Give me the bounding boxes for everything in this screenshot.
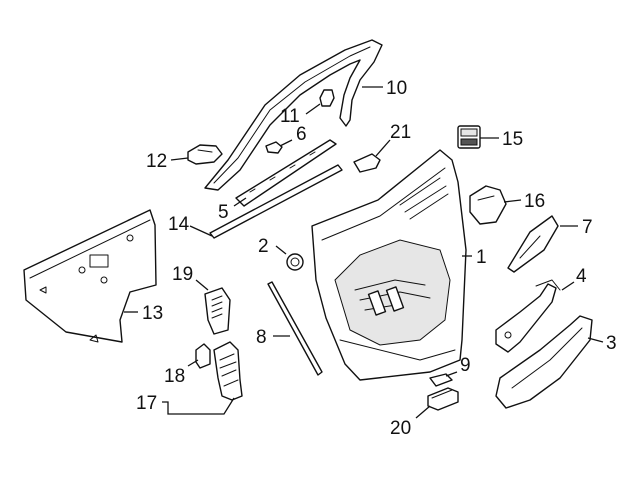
- part-7-trim-piece: [507, 215, 559, 273]
- leader-16: [503, 199, 522, 203]
- leader-5: [233, 197, 247, 207]
- leader-lines: [124, 86, 604, 419]
- part-9-insert: [429, 373, 453, 387]
- callout-19: 19: [172, 264, 193, 285]
- leader-4: [561, 281, 575, 291]
- leader-2: [275, 245, 287, 255]
- callout-4: 4: [576, 266, 587, 287]
- part-3-armrest: [495, 315, 593, 409]
- callout-6: 6: [296, 124, 307, 145]
- leader-6: [279, 139, 293, 147]
- callout-18: 18: [164, 366, 185, 387]
- callout-8: 8: [256, 327, 267, 348]
- callout-2: 2: [258, 236, 269, 257]
- part-2-grommet: [286, 253, 304, 271]
- leader-18: [187, 359, 199, 367]
- part-4-armrest-bracket: [495, 279, 561, 353]
- part-10-window-frame: [204, 39, 383, 191]
- callout-11: 11: [280, 106, 300, 127]
- part-6-bracket: [265, 141, 283, 154]
- callout-3: 3: [606, 333, 617, 354]
- leader-3: [587, 337, 604, 343]
- part-20-switch-block: [427, 387, 459, 411]
- callout-14: 14: [168, 214, 190, 235]
- callout-12: 12: [146, 151, 167, 172]
- part-19-handle-cover: [204, 287, 231, 335]
- leader-17: [162, 397, 235, 415]
- part-11-clip: [319, 89, 335, 107]
- callout-9: 9: [460, 355, 471, 376]
- part-1-door-trim-panel: [311, 149, 467, 381]
- callout-1: 1: [476, 247, 487, 268]
- part-16-lock-button: [469, 185, 507, 225]
- leader-9: [445, 371, 458, 377]
- callout-labels: 1 2 3 4 5 6 7 8 9 10 11 12 13 14 15 16 1…: [136, 78, 617, 439]
- part-18-cap: [195, 343, 211, 369]
- callout-21: 21: [390, 122, 411, 143]
- leader-21: [375, 139, 391, 157]
- part-15-switch: [457, 125, 481, 149]
- callout-17: 17: [136, 393, 157, 414]
- callout-20: 20: [390, 418, 411, 439]
- callout-13: 13: [142, 303, 163, 324]
- callout-16: 16: [524, 191, 545, 212]
- part-5-trim-strip: [235, 139, 337, 207]
- part-14-seal-strip: [209, 164, 343, 239]
- part-21-fastener: [353, 153, 381, 173]
- leader-12: [170, 157, 189, 161]
- part-12-mirror-bracket: [187, 144, 223, 165]
- callout-5: 5: [218, 202, 229, 223]
- callout-15: 15: [502, 129, 523, 150]
- part-13-insulator-panel: [23, 209, 157, 343]
- callout-10: 10: [386, 78, 407, 99]
- leader-11: [305, 103, 321, 115]
- leader-20: [415, 405, 431, 419]
- callout-7: 7: [582, 217, 593, 238]
- leader-14: [189, 225, 213, 237]
- leader-19: [195, 279, 209, 291]
- part-17-pull-handle: [213, 341, 243, 401]
- part-8-weatherstrip: [267, 281, 323, 376]
